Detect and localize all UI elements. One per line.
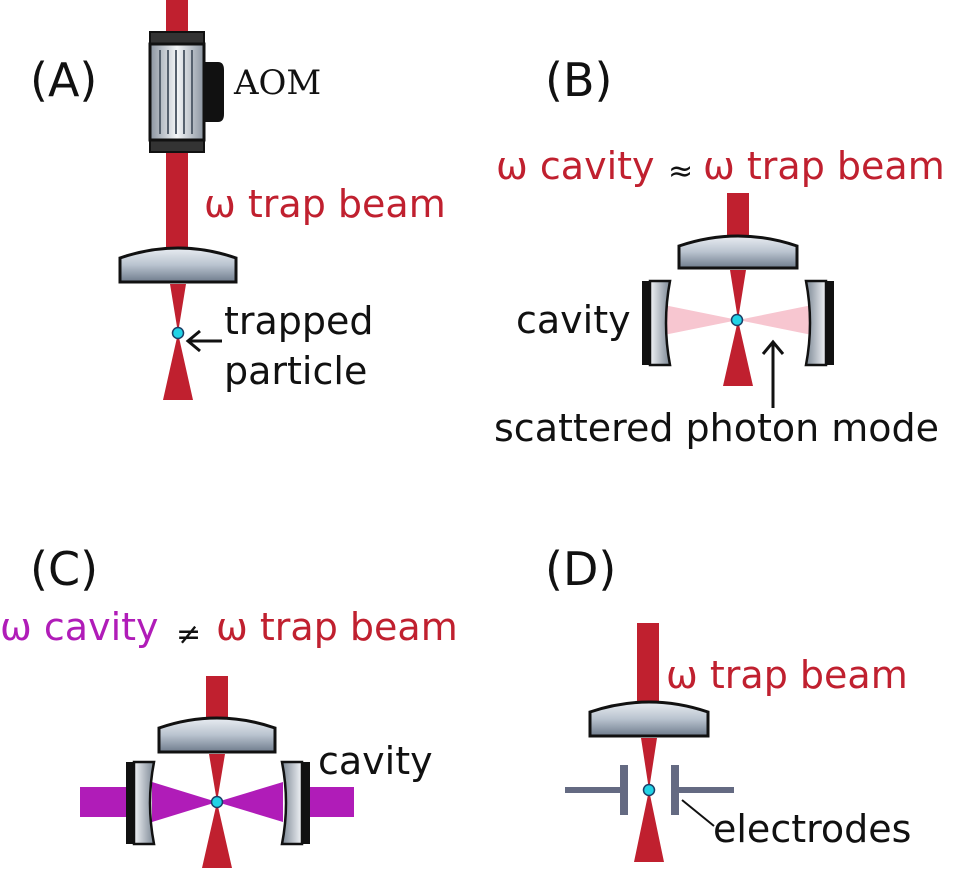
panel-b-mode-arrow [761,339,785,408]
panel-d-trapped-particle [642,783,656,797]
panel-d-electrodes-label: electrodes [713,807,911,851]
panel-b-cavity-label: cavity [516,298,631,342]
panel-d-trap-beam [637,623,659,711]
panel-c-cavity-label: cavity [318,739,433,783]
panel-b-mirror-right [804,279,834,367]
panel-c-mirror-left [126,760,156,846]
panel-b-trapped-particle [730,313,744,327]
panel-a-particle-label-line2: particle [224,349,367,393]
panel-a-letter: (A) [30,53,97,107]
panel-c-relation: ≠ [176,617,201,652]
panel-d-beam-label: ω trap beam [666,653,908,697]
panel-b: (B) ω cavity ≈ ω trap beam cavity scatte… [494,53,945,450]
panel-b-letter: (B) [545,53,612,107]
panel-d-electrodes-pointer [681,799,715,827]
panel-d-letter: (D) [545,542,616,596]
panel-a-particle-arrow [185,329,222,353]
panel-b-omega-cavity: ω cavity [496,144,655,188]
panel-a-trapped-particle [171,326,185,340]
panel-c-lens [157,716,277,754]
panel-c-trapped-particle [210,795,224,809]
panel-c-letter: (C) [30,542,98,596]
aom-device [148,31,224,153]
panel-d: (D) ω trap beam electrodes [545,542,911,862]
panel-c-mirror-right [280,760,310,846]
panel-c-trap-beam [206,676,228,726]
scattered-photon-mode [654,303,738,337]
panel-b-mirror-left [642,279,672,367]
panel-a-particle-label-line1: trapped [224,299,374,343]
panel-c-omega-cavity: ω cavity [0,605,159,649]
panel-b-omega-trap: ω trap beam [703,144,945,188]
panel-b-focused-beam [723,270,753,386]
panel-c: (C) ω cavity ≠ ω trap beam cavity [0,542,458,868]
panel-b-mode-label: scattered photon mode [494,406,939,450]
panel-a-lens [118,246,238,284]
panel-a: (A) AOM ω trap beam [30,0,446,400]
panel-b-relation: ≈ [668,154,693,189]
panel-d-focused-beam [634,738,664,862]
aom-label: AOM [233,63,321,103]
panel-c-omega-trap: ω trap beam [216,605,458,649]
panel-b-trap-beam [727,193,749,245]
panel-a-beam-label: ω trap beam [204,182,446,226]
electrode-left [565,765,628,815]
panel-d-lens [588,700,710,738]
panel-b-lens [677,234,799,270]
electrode-right [671,765,734,815]
panel-c-focused-beam [202,754,232,868]
panel-a-focused-beam [163,284,193,400]
